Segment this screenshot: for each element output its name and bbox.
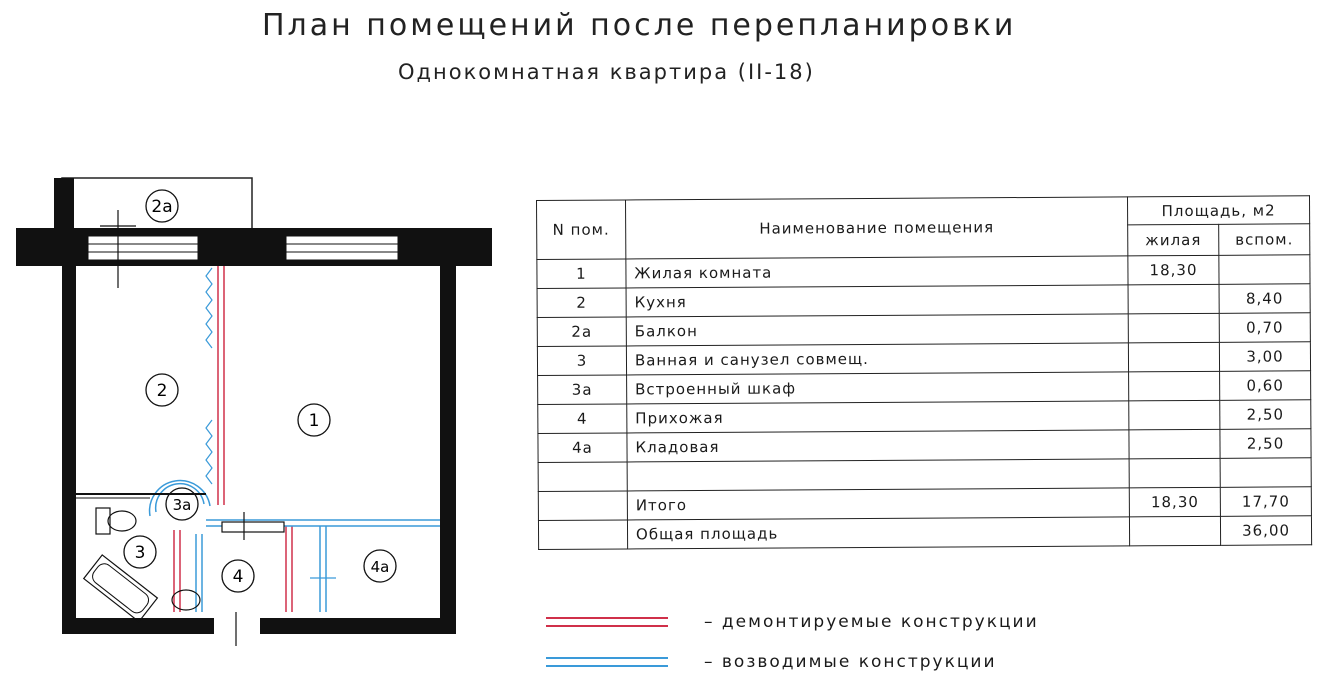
room-label-4: 4 [221, 559, 255, 593]
toilet-tank [95, 507, 111, 535]
erected-zigzag-bottom [205, 419, 213, 485]
cell-num: 2а [537, 316, 627, 347]
cell-num: 4а [537, 432, 628, 463]
left-wall [62, 228, 76, 634]
header-aux: вспом. [1218, 224, 1310, 256]
cell-name: Балкон [626, 313, 1129, 346]
room-label-2a: 2а [145, 189, 179, 223]
cell-aux: 36,00 [1220, 515, 1312, 546]
erected-zigzag-top [205, 267, 213, 349]
cell-living [1129, 429, 1221, 459]
room-area-table: N пом. Наименование помещения Площадь, м… [536, 195, 1312, 550]
plan-title: План помещений после перепланировки [262, 8, 1017, 43]
cell-living [1129, 458, 1221, 488]
cell-aux: 17,70 [1220, 486, 1312, 517]
cell-aux: 8,40 [1219, 283, 1311, 314]
cell-name: Жилая комната [625, 255, 1129, 288]
cell-num: 3 [537, 345, 627, 376]
cell-living [1129, 516, 1221, 546]
cell-name: Кладовая [626, 429, 1130, 462]
svg-text:4а: 4а [371, 558, 390, 576]
cell-num [538, 519, 628, 550]
cell-name: Встроенный шкаф [626, 371, 1129, 404]
header-num: N пом. [536, 199, 626, 260]
cell-aux: 2,50 [1219, 428, 1312, 459]
svg-text:2: 2 [157, 381, 168, 401]
cell-living [1128, 342, 1220, 372]
cell-aux: 0,70 [1219, 312, 1311, 343]
cell-num: 4 [537, 403, 627, 434]
svg-text:3: 3 [135, 543, 146, 563]
legend-demolished: – демонтируемые конструкции [546, 612, 1039, 632]
cell-num: 3а [537, 374, 627, 405]
bathtub [82, 554, 159, 623]
svg-text:4: 4 [233, 567, 244, 587]
cell-name: Ванная и санузел совмещ. [626, 342, 1129, 375]
top-wall [16, 228, 492, 266]
right-wall [440, 228, 456, 634]
svg-text:2а: 2а [151, 197, 172, 217]
balcony-wall [54, 178, 74, 240]
room-label-2: 2 [145, 373, 179, 407]
window-kitchen [87, 235, 199, 261]
cell-living [1128, 371, 1220, 401]
room-label-3: 3 [123, 535, 157, 569]
header-area: Площадь, м2 [1127, 195, 1310, 226]
cell-name: Кухня [625, 284, 1129, 317]
cell-aux: 3,00 [1219, 341, 1311, 372]
header-name: Наименование помещения [625, 196, 1128, 259]
cell-name [627, 458, 1130, 491]
window-room [285, 235, 399, 261]
legend-blue-line [546, 657, 668, 667]
cell-name: Общая площадь [627, 516, 1130, 549]
legend-erected: – возводимые конструкции [546, 652, 997, 672]
cell-living: 18,30 [1129, 487, 1221, 517]
cell-aux: 2,50 [1219, 399, 1311, 430]
legend-red-line [546, 617, 668, 627]
legend-erected-label: – возводимые конструкции [704, 652, 997, 672]
cell-name: Итого [627, 487, 1130, 520]
cell-living [1128, 284, 1220, 314]
floor-plan-drawing: 2а 2 1 3а 3 4 4а [16, 177, 492, 646]
cell-name: Прихожая [626, 400, 1130, 433]
cell-num [538, 461, 628, 492]
room-label-3a: 3а [165, 487, 199, 521]
cell-aux [1218, 254, 1311, 285]
door-hallway [221, 521, 285, 533]
plan-subtitle: Однокомнатная квартира (II-18) [398, 60, 815, 84]
room-label-4a: 4а [363, 549, 397, 583]
cell-living: 18,30 [1127, 255, 1220, 285]
svg-text:3а: 3а [173, 496, 192, 514]
cell-num [538, 490, 628, 521]
table-row-grand-total: Общая площадь 36,00 [538, 515, 1312, 550]
cell-aux: 0,60 [1219, 370, 1311, 401]
cell-num: 1 [536, 258, 626, 289]
room-label-1: 1 [297, 403, 331, 437]
svg-text:1: 1 [309, 411, 320, 431]
cell-living [1128, 313, 1220, 343]
header-living: жилая [1127, 224, 1219, 256]
sink [171, 589, 201, 611]
cell-num: 2 [537, 287, 627, 318]
legend-demolished-label: – демонтируемые конструкции [704, 612, 1039, 632]
toilet-bowl [107, 510, 137, 532]
table-row [538, 457, 1312, 492]
cell-living [1128, 400, 1220, 430]
entry-door-gap [214, 616, 260, 636]
cell-aux [1220, 457, 1312, 488]
